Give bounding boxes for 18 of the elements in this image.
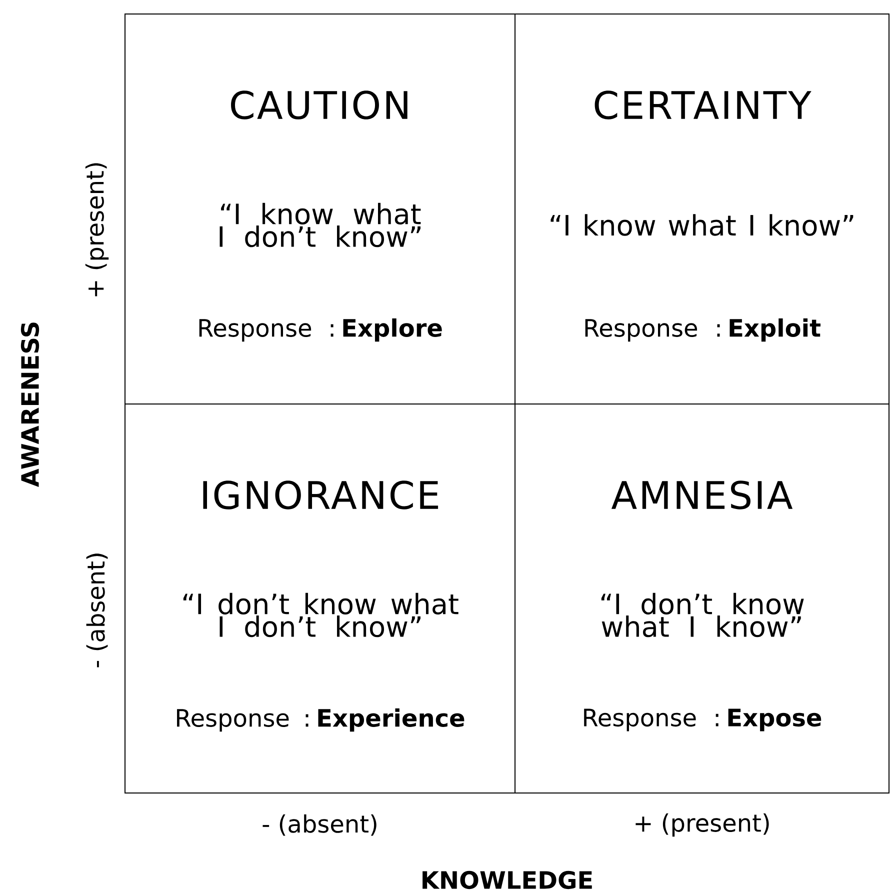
quadrant-box: [514, 14, 890, 404]
quadrant-title: IGNORANCE: [203, 480, 438, 510]
response-text: Response : Expose: [584, 708, 822, 732]
response-text: Response : Explore: [199, 318, 442, 342]
quadrant-box: [124, 404, 516, 794]
quote-text: “I know what I know”: [550, 214, 854, 236]
quote-text: “I don’t know what I know”: [601, 592, 804, 638]
quadrant-title: CAUTION: [231, 90, 408, 120]
quadrant-title: CERTAINTY: [594, 90, 812, 120]
quadrant-box: [514, 404, 890, 794]
quadrant-box: [124, 14, 516, 404]
response-text: Response : Experience: [177, 708, 464, 732]
quadrant-title: AMNESIA: [611, 480, 793, 510]
quote-text: “I don’t know what I don’t know”: [183, 592, 458, 638]
axis-title: AWARENESS: [20, 322, 40, 488]
quote-text: “I know what I don’t know”: [220, 202, 421, 248]
response-text: Response : Exploit: [585, 318, 820, 342]
axis-title: KNOWLEDGE: [422, 870, 592, 890]
